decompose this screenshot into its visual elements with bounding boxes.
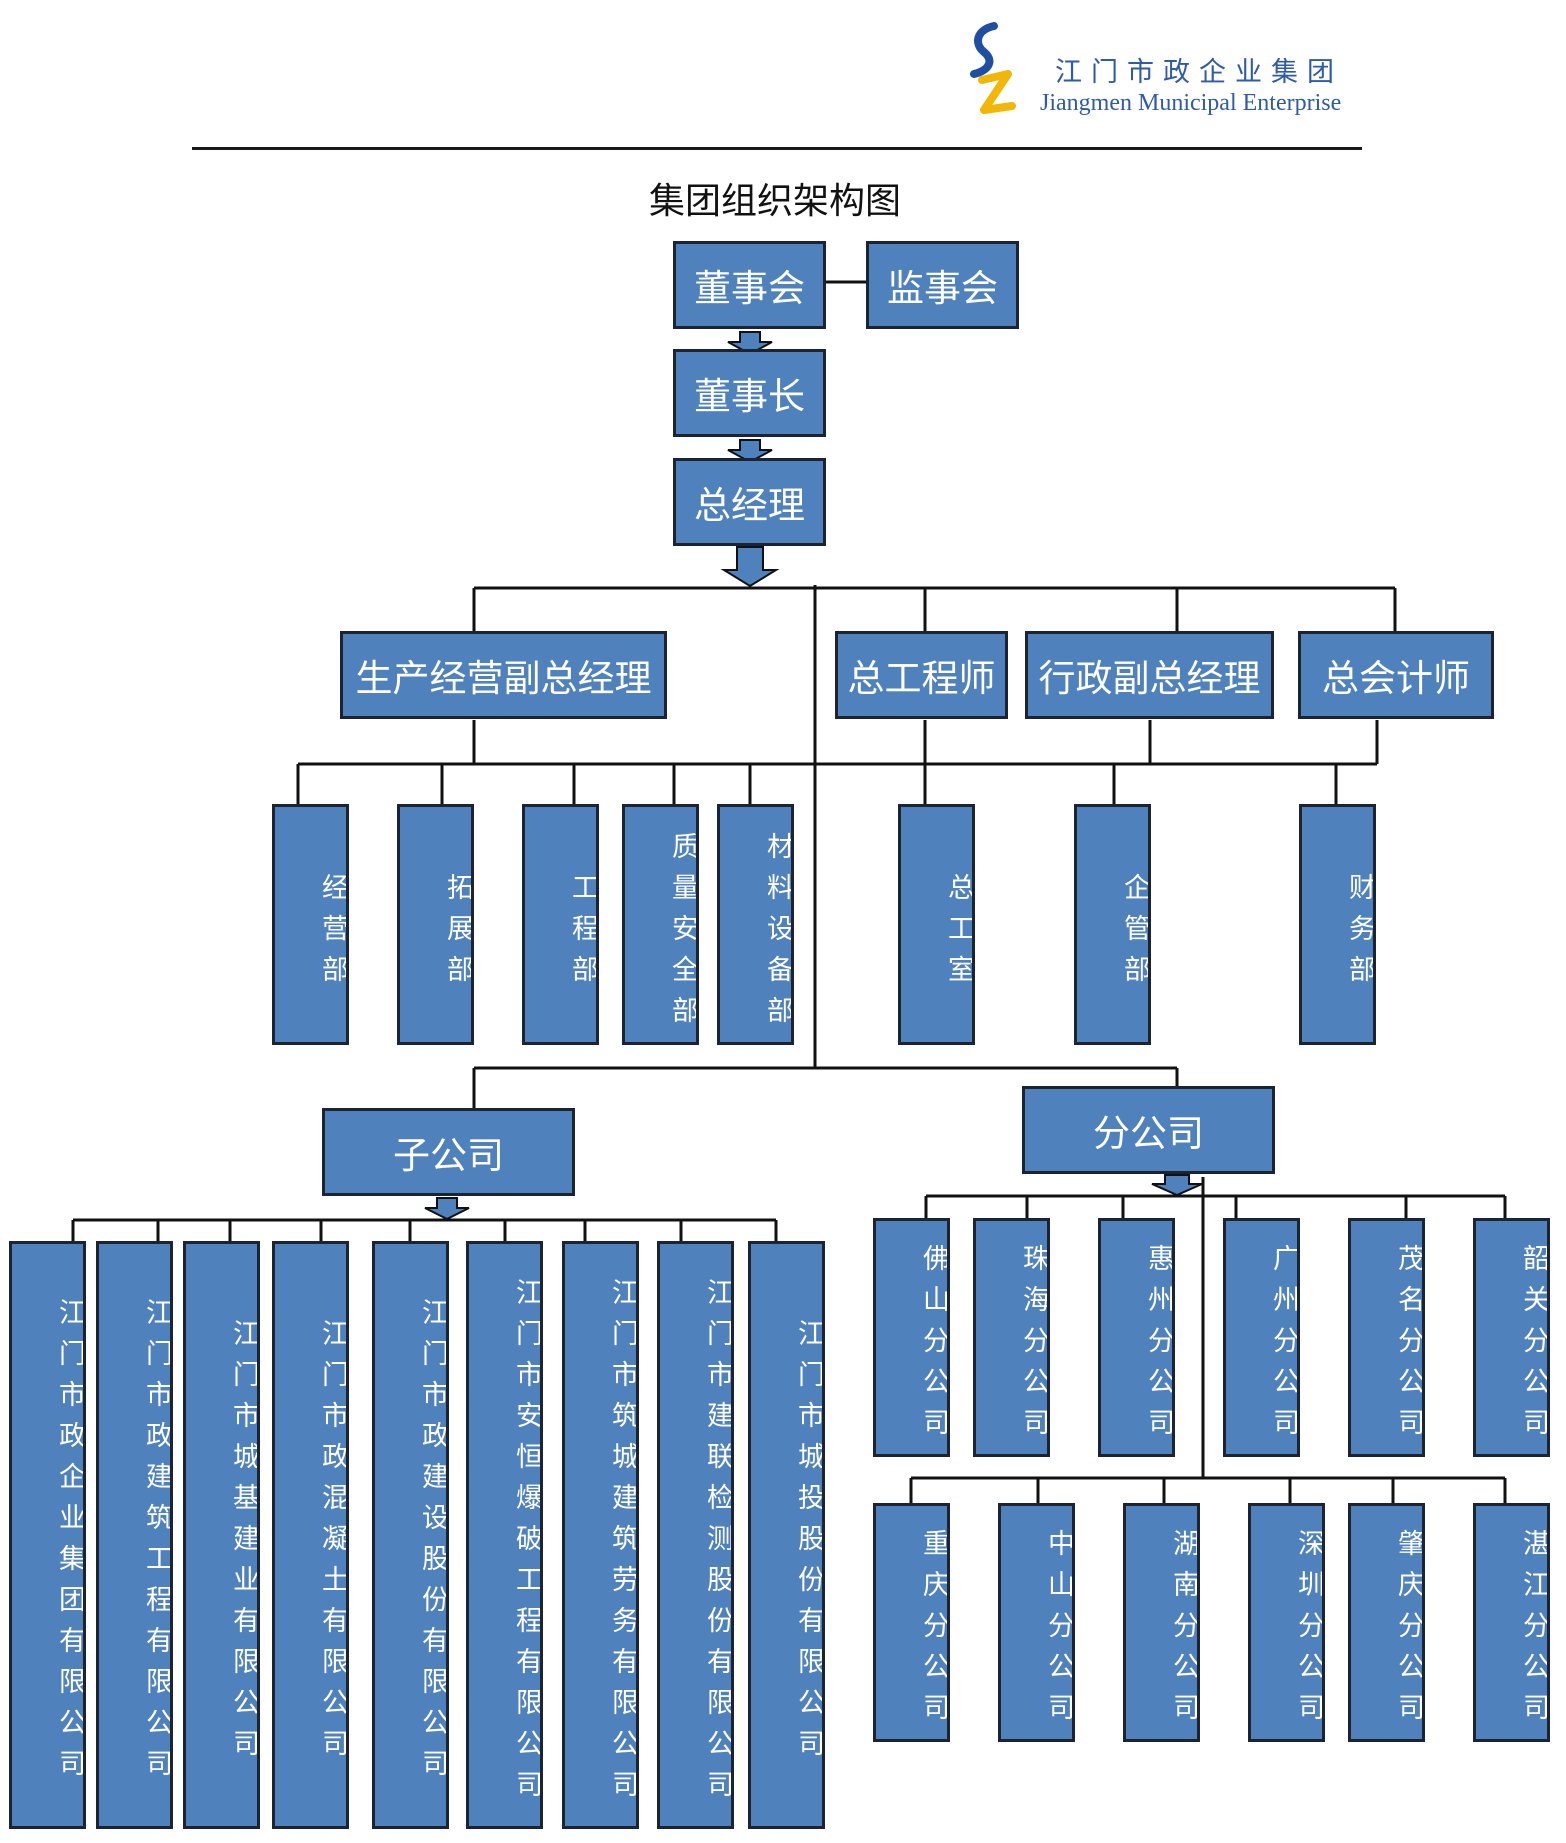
branch-box: 中山分公司 (998, 1503, 1075, 1742)
executive-box: 总会计师 (1298, 631, 1494, 719)
logo-mark-icon (970, 22, 1016, 114)
subsidiary-box: 江门市政建筑工程有限公司 (96, 1241, 173, 1829)
subsidiaries-header-box: 子公司 (322, 1108, 575, 1196)
branch-box: 韶关分公司 (1473, 1218, 1550, 1457)
subsidiary-box: 江门市城基建业有限公司 (183, 1241, 260, 1829)
department-box: 总工室 (898, 804, 975, 1045)
department-box: 拓展部 (397, 804, 474, 1045)
arrow-chairman-gm (727, 439, 773, 464)
supervisory-board-box: 监事会 (866, 241, 1019, 329)
branch-box: 广州分公司 (1223, 1218, 1300, 1457)
arrow-gm-executives (720, 546, 780, 588)
company-logo: 江门市政企业集团 Jiangmen Municipal Enterprise (960, 22, 1390, 122)
department-box: 工程部 (522, 804, 599, 1045)
arrow-branches (1151, 1174, 1203, 1197)
department-box: 企管部 (1074, 804, 1151, 1045)
branch-box: 深圳分公司 (1248, 1503, 1325, 1742)
diagram-title: 集团组织架构图 (648, 181, 901, 222)
chairman-box: 董事长 (673, 349, 826, 437)
department-box: 财务部 (1299, 804, 1376, 1045)
branch-box: 湛江分公司 (1473, 1503, 1550, 1742)
branch-box: 肇庆分公司 (1348, 1503, 1425, 1742)
header-divider (192, 147, 1362, 150)
department-box: 经营部 (272, 804, 349, 1045)
department-box: 材料设备部 (717, 804, 794, 1045)
executive-box: 生产经营副总经理 (340, 631, 667, 719)
logo-name-cn: 江门市政企业集团 (1055, 57, 1343, 88)
general-manager-box: 总经理 (673, 458, 826, 546)
executive-box: 行政副总经理 (1025, 631, 1274, 719)
branch-box: 佛山分公司 (873, 1218, 950, 1457)
executive-box: 总工程师 (835, 631, 1008, 719)
subsidiary-box: 江门市政企业集团有限公司 (9, 1241, 86, 1829)
subsidiary-box: 江门市城投股份有限公司 (748, 1241, 825, 1829)
subsidiary-box: 江门市安恒爆破工程有限公司 (466, 1241, 543, 1829)
subsidiary-box: 江门市政混凝土有限公司 (272, 1241, 349, 1829)
board-of-directors-box: 董事会 (673, 241, 826, 329)
department-box: 质量安全部 (622, 804, 699, 1045)
arrow-board-chairman (727, 331, 773, 356)
branch-box: 茂名分公司 (1348, 1218, 1425, 1457)
subsidiary-box: 江门市筑城建筑劳务有限公司 (562, 1241, 639, 1829)
logo-name-en: Jiangmen Municipal Enterprise (1040, 90, 1342, 116)
subsidiary-box: 江门市政建设股份有限公司 (372, 1241, 449, 1829)
branches-header-box: 分公司 (1022, 1086, 1275, 1174)
branch-box: 惠州分公司 (1098, 1218, 1175, 1457)
arrow-subsidiaries (424, 1197, 470, 1221)
subsidiary-box: 江门市建联检测股份有限公司 (657, 1241, 734, 1829)
branch-box: 湖南分公司 (1123, 1503, 1200, 1742)
branch-box: 珠海分公司 (973, 1218, 1050, 1457)
branch-box: 重庆分公司 (873, 1503, 950, 1742)
